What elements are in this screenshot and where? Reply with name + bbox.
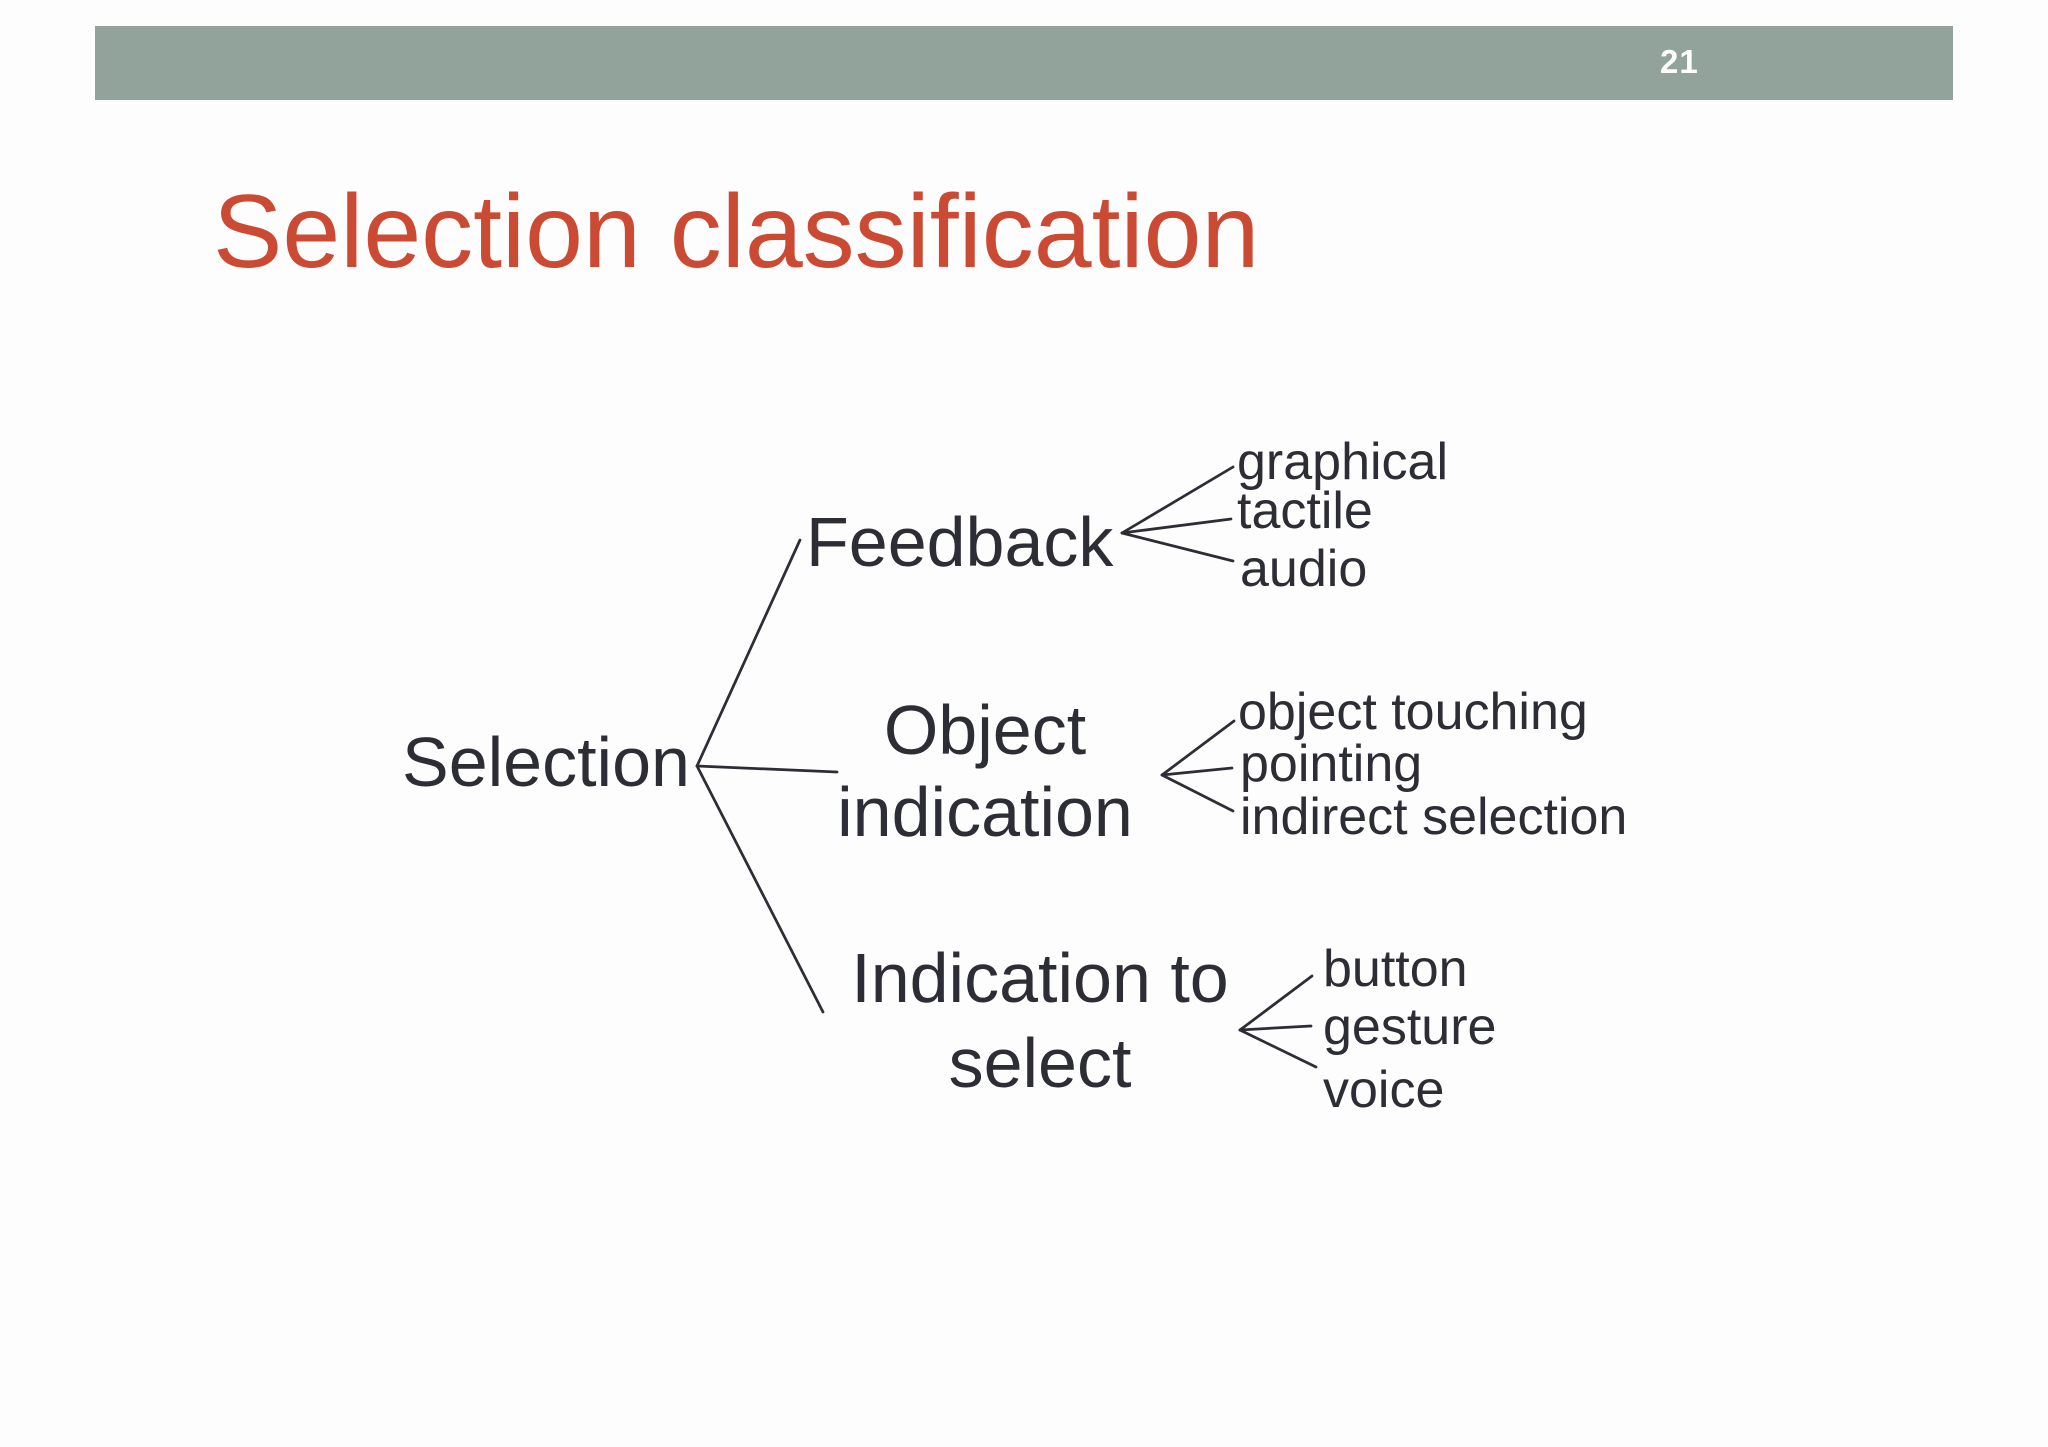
line-object-indication-to-indirect-selection: [1160, 773, 1235, 813]
line-object-indication-to-object-touching: [1160, 719, 1236, 777]
leaf-audio: audio: [1240, 540, 1368, 598]
slide-title: Selection classification: [213, 174, 1260, 290]
leaf-voice: voice: [1323, 1061, 1445, 1119]
line-feedback-to-audio: [1120, 531, 1235, 563]
node-selection: Selection: [402, 723, 690, 801]
line-selection-to-feedback: [695, 538, 802, 768]
line-indication-to-select-to-gesture: [1238, 1024, 1313, 1032]
leaf-pointing: pointing: [1240, 735, 1423, 793]
leaf-object-touching: object touching: [1238, 683, 1588, 741]
leaf-button: button: [1323, 940, 1468, 998]
leaf-graphical: graphical: [1237, 433, 1449, 491]
node-object-indication: Object indication: [837, 691, 1133, 851]
node-feedback: Feedback: [806, 503, 1114, 581]
line-selection-to-object-indication: [695, 764, 839, 774]
leaf-indirect-selection: indirect selection: [1240, 788, 1628, 846]
line-feedback-to-graphical: [1120, 465, 1235, 535]
leaf-gesture: gesture: [1323, 998, 1497, 1056]
page-number: 21: [1660, 43, 1699, 80]
node-indication-to-select: Indication to select: [851, 939, 1229, 1102]
line-indication-to-select-to-button: [1238, 974, 1314, 1032]
line-object-indication-to-pointing: [1160, 766, 1234, 777]
line-indication-to-select-to-voice: [1238, 1028, 1318, 1069]
leaf-tactile: tactile: [1237, 482, 1373, 540]
line-selection-to-indication-to-select: [695, 764, 825, 1014]
header-bar: 21: [95, 26, 1953, 100]
line-feedback-to-tactile: [1120, 517, 1233, 535]
